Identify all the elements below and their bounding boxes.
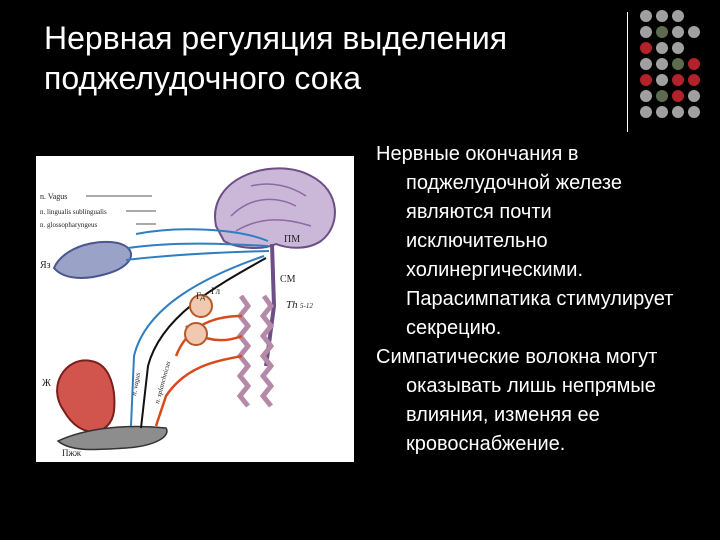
dot (672, 90, 684, 102)
dot (640, 10, 652, 22)
sympathetic-fiber (154, 354, 243, 427)
diagram-svg: n. Vagus n. lingualis sublingualis n. gl… (40, 167, 336, 458)
label-fiber2: n. splanchnicus (153, 360, 172, 404)
paragraph-sympathetic: Симпатические волокна могут оказывать ли… (376, 346, 658, 455)
slide-title: Нервная регуляция выделения поджелудочно… (44, 20, 508, 96)
label-liver: Яз (40, 260, 51, 271)
dot (656, 26, 668, 38)
slide-body: Нервные окончания в поджелудочной железе… (376, 140, 696, 459)
label-nerve3: n. glossopharyngeus (40, 221, 97, 229)
liver-shape (52, 240, 133, 279)
dot (672, 42, 684, 54)
nerve-fiber-blue (127, 242, 269, 249)
label-th-range: 5-12 (300, 302, 313, 310)
brain-folds (230, 183, 312, 232)
dot (688, 106, 700, 118)
label-vagus: n. Vagus (40, 192, 67, 201)
dot (640, 106, 652, 118)
dot (640, 74, 652, 86)
label-gd: Гд (196, 291, 206, 301)
label-nerve2: n. lingualis sublingualis (40, 208, 107, 216)
label-fiber1: n. vagus (130, 372, 142, 397)
dot (688, 90, 700, 102)
vagus-fiber (140, 257, 267, 429)
label-gl: Гл (211, 286, 221, 296)
dot (672, 58, 684, 70)
dot (672, 106, 684, 118)
ganglion-gd (184, 322, 208, 346)
divider-line (627, 12, 628, 132)
label-brain: ПМ (284, 234, 300, 245)
label-stomach: Ж (42, 378, 51, 389)
dot (672, 26, 684, 38)
dot (656, 74, 668, 86)
dot (640, 42, 652, 54)
dot (640, 90, 652, 102)
dot (688, 58, 700, 70)
nerve-fiber-blue (135, 228, 269, 242)
dot (688, 74, 700, 86)
dot (656, 10, 668, 22)
pancreas-shape (56, 425, 168, 451)
nerve-fiber-blue (125, 250, 270, 261)
dot (640, 26, 652, 38)
brain-shape (214, 167, 336, 249)
label-th: Th (286, 299, 298, 311)
spinal-cord-left (236, 294, 252, 408)
spinal-cord-right (259, 294, 275, 408)
dot (656, 42, 668, 54)
dot (688, 26, 700, 38)
nerve-regulation-diagram: n. Vagus n. lingualis sublingualis n. gl… (36, 156, 354, 462)
dot (640, 58, 652, 70)
stomach-shape (56, 359, 116, 433)
dot (672, 74, 684, 86)
dot (672, 10, 684, 22)
label-pancreas: Пжж (62, 448, 82, 458)
dot (656, 106, 668, 118)
dot (656, 58, 668, 70)
paragraph-parasympathetic: Нервные окончания в поджелудочной железе… (376, 143, 674, 339)
ganglion-gl (189, 294, 213, 318)
dot (656, 90, 668, 102)
nerve-fiber-blue (130, 255, 265, 427)
label-cm: СМ (280, 274, 296, 285)
